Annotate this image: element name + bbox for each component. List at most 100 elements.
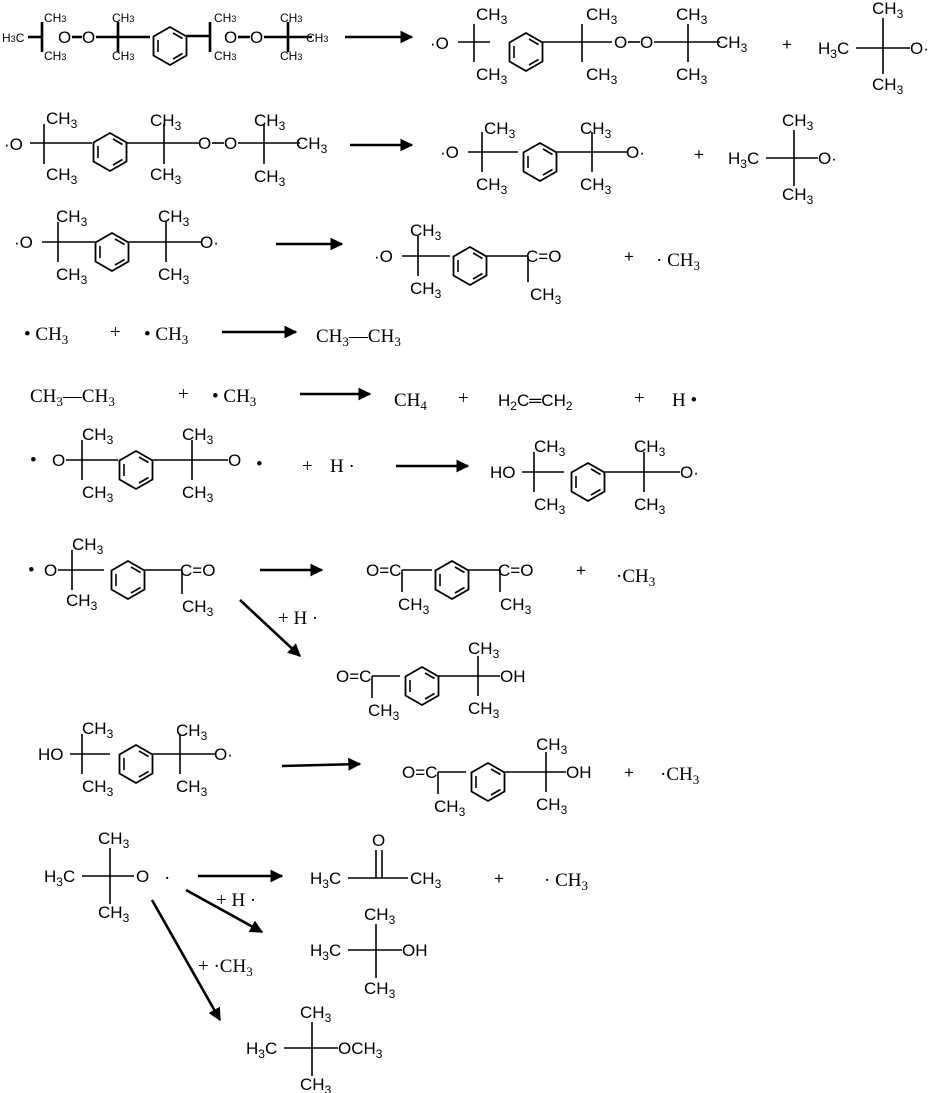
peroxide-initiator: H3C CH3 CH3 O O CH3 CH3 CH3 CH3 O O CH3 … <box>2 11 328 66</box>
oxygen-label: O <box>250 28 263 47</box>
methoxy-label: OCH3 <box>338 1039 383 1061</box>
methyl-radical-label: • CH3 <box>212 386 256 409</box>
ch3-label: CH3 <box>176 777 208 799</box>
plus-sign: + <box>178 384 189 405</box>
ch3-label: CH3 <box>214 49 236 63</box>
ch3-label: CH3 <box>716 33 748 55</box>
oxygen-label: O <box>228 451 241 470</box>
plus-sign: + <box>302 456 313 477</box>
ch3-label: CH3 <box>150 165 182 187</box>
carbonyl-label: C=O <box>526 247 561 266</box>
ch3-label: CH3 <box>782 185 814 207</box>
carbonyl-label: C=O <box>498 561 533 580</box>
hydroxyl-label: OH <box>402 941 428 960</box>
oxy-radical-label: O· <box>818 149 837 168</box>
oxygen-label: O <box>372 831 385 850</box>
ch3-label: CH3 <box>98 829 130 851</box>
reaction-arrow <box>281 757 362 771</box>
ch3-label: CH3 <box>44 49 66 63</box>
ch3-label: CH3 <box>158 265 190 287</box>
hydroxyl-label: HO <box>490 463 516 482</box>
plus-sign: + <box>624 247 634 266</box>
ch3-label: CH3 <box>410 869 442 891</box>
alkoxy-radical-label: ·O <box>14 233 33 252</box>
plus-sign: + <box>110 322 121 343</box>
branch-arrow <box>185 888 264 934</box>
ch3-label: CH3 <box>676 5 708 27</box>
ch3-label: CH3 <box>72 535 104 557</box>
ch3-label: CH3 <box>534 437 566 459</box>
ch3-label: CH3 <box>634 495 666 517</box>
oxygen-label: O <box>224 134 237 153</box>
h3c-label: H3C <box>246 1039 277 1061</box>
ch3-label: CH3 <box>150 111 182 133</box>
plus-sign: + <box>782 35 792 54</box>
carbonyl-label: O=C <box>336 667 371 686</box>
oxy-radical-label: O· <box>200 233 219 252</box>
ch3-label: CH3 <box>484 119 516 141</box>
ch3-label: CH3 <box>254 111 286 133</box>
oxy-radical-label: O· <box>626 143 645 162</box>
ch3-label: CH3 <box>82 425 114 447</box>
benzene-ring <box>152 26 188 66</box>
ethane-label: CH3—CH3 <box>316 326 401 349</box>
radical-dot: • <box>28 560 35 581</box>
plus-sign: + <box>494 869 504 888</box>
ch3-label: CH3 <box>56 207 88 229</box>
ch3-label: CH3 <box>182 483 214 505</box>
ch3-label: CH3 <box>782 111 814 133</box>
ch3-label: CH3 <box>82 483 114 505</box>
reaction-7: • O CH3 CH3 C=O CH3 + H · O=C CH3 C=O CH… <box>28 535 655 723</box>
plus-sign: + <box>576 561 586 580</box>
h3c-label: H3C <box>310 941 341 963</box>
ch3-label: CH3 <box>410 221 442 243</box>
ch3-label: CH3 <box>580 119 612 141</box>
branch-arrow <box>239 599 301 657</box>
plus-sign: + <box>694 145 704 164</box>
product-peroxide-radical: ·O CH3 CH3 CH3 CH3 O O CH3 CH3 CH3 <box>430 5 748 87</box>
hydroxyl-label: HO <box>38 745 64 764</box>
ch3-label: CH3 <box>66 591 98 613</box>
ch3-label: CH3 <box>112 11 134 25</box>
ch3-label: CH3 <box>158 207 190 229</box>
ch3-label: CH3 <box>586 5 618 27</box>
ch3-label: CH3 <box>56 265 88 287</box>
oxygen-label: O <box>640 33 653 52</box>
ch3-label: CH3 <box>872 0 904 21</box>
ch3-label: CH3 <box>300 1003 332 1025</box>
ch3-label: CH3 <box>476 5 508 27</box>
reaction-2: ·O CH3 CH3 CH3 CH3 O O CH3 CH3 CH3 ·O CH… <box>4 109 837 207</box>
ch3-label: CH3 <box>476 175 508 197</box>
ch3-label: CH3 <box>634 437 666 459</box>
oxy-radical-label: O· <box>214 745 233 764</box>
ethylene-label: H2C═CH2 <box>498 391 573 413</box>
ch3-label: CH3 <box>112 49 134 63</box>
reaction-6: • O CH3 CH3 CH3 CH3 O • + H · HO CH3 CH3… <box>30 425 699 517</box>
hydrogen-radical-label: H • <box>672 390 697 411</box>
methyl-radical-label: ·CH3 <box>616 566 655 589</box>
hydrogen-radical-label: H · <box>330 456 355 477</box>
ch3-label: CH3 <box>296 134 328 156</box>
methyl-radical-label: ·CH3 <box>660 764 699 787</box>
carbonyl-label: C=O <box>180 561 215 580</box>
oxygen-label: O <box>52 451 65 470</box>
h3c-label: H3C <box>818 39 849 61</box>
reaction-5: CH3—CH3 + • CH3 CH4 + H2C═CH2 + H • <box>30 384 697 413</box>
ch3-label: CH3 <box>182 597 214 619</box>
ch3-label: CH3 <box>586 65 618 87</box>
oxygen-label: O <box>44 561 57 580</box>
h3c-label: H3C <box>310 869 341 891</box>
alkoxy-radical-label: ·O <box>440 143 459 162</box>
alkoxy-radical-label: ·O <box>430 34 449 53</box>
hydroxyl-label: OH <box>500 667 526 686</box>
oxygen-label: O <box>198 134 211 153</box>
carbonyl-label: O=C <box>402 763 437 782</box>
radical-dot: · <box>164 868 170 889</box>
branch-reagent-label: + ·CH3 <box>198 956 253 979</box>
ch3-label: CH3 <box>82 719 114 741</box>
h3c-label: H3C <box>44 867 75 889</box>
ch3-label: CH3 <box>398 595 430 617</box>
branch-reagent-label: + H · <box>216 890 256 911</box>
ch3-label: CH3 <box>536 795 568 817</box>
methane-label: CH4 <box>394 390 427 413</box>
